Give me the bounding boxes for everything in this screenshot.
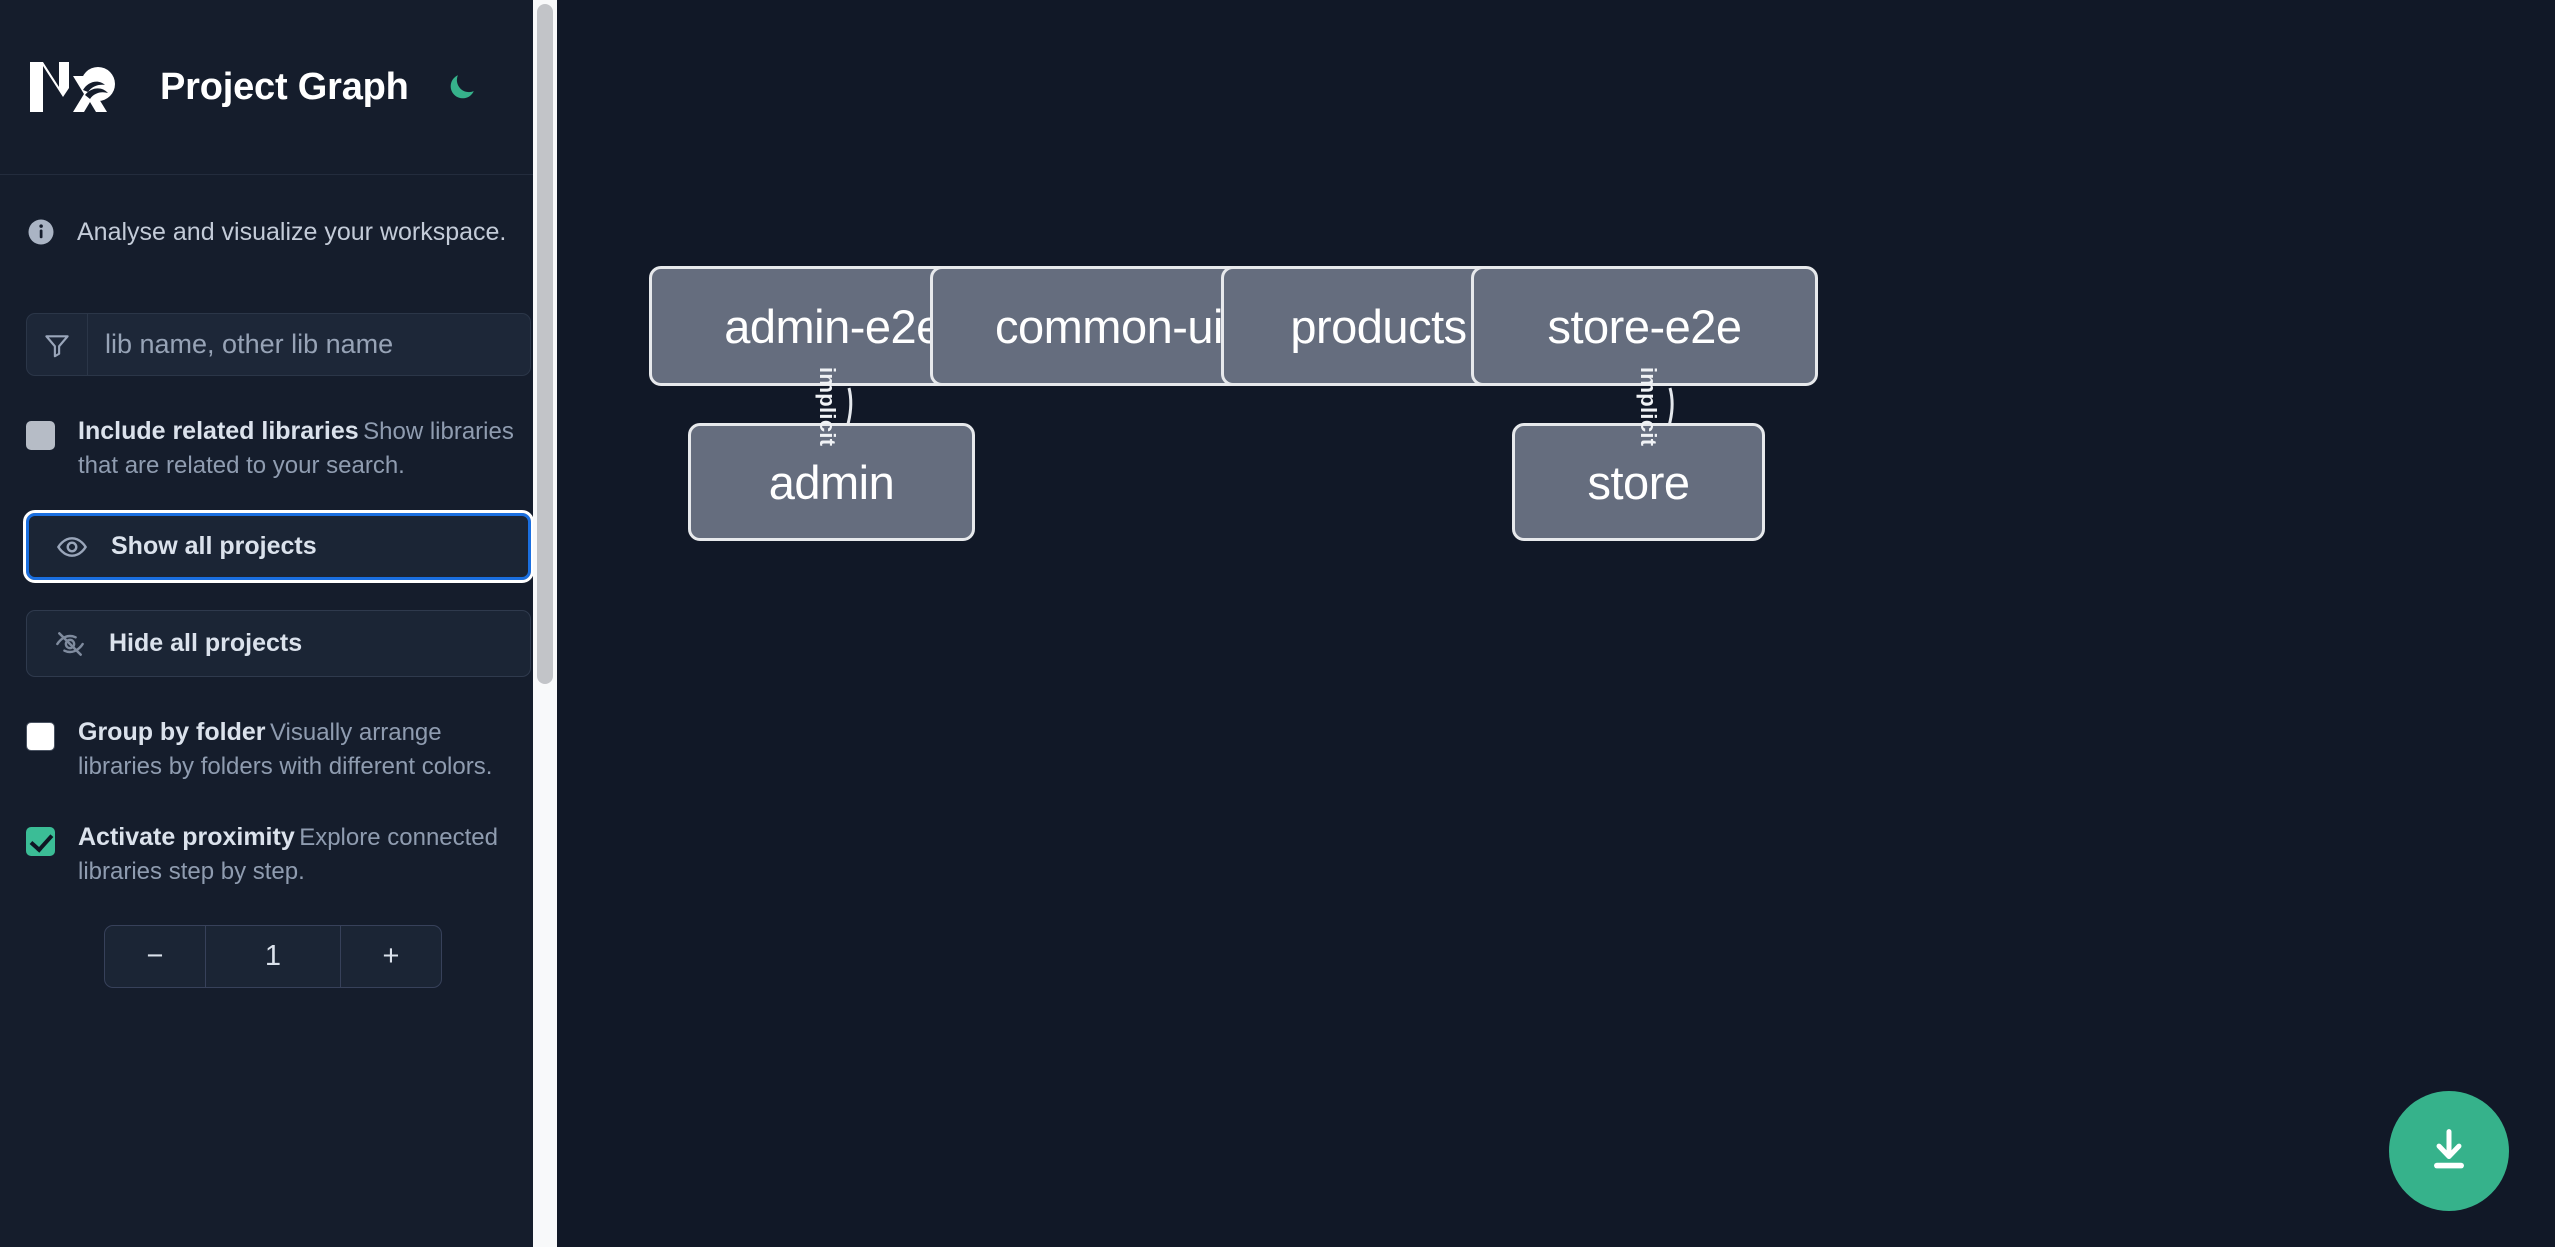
node-label: store-e2e <box>1547 299 1742 353</box>
moon-icon[interactable] <box>439 64 485 110</box>
stepper-decrement-button[interactable]: − <box>105 926 206 988</box>
graph-node-store-e2e[interactable]: store-e2e <box>1471 266 1818 386</box>
proximity-stepper[interactable]: − 1 + <box>104 925 442 989</box>
search-input[interactable] <box>88 314 530 375</box>
node-label: admin <box>768 455 895 509</box>
show-all-projects-button[interactable]: Show all projects <box>23 510 534 584</box>
sidebar-header: Project Graph <box>0 0 557 175</box>
stepper-increment-button[interactable]: + <box>340 926 441 988</box>
option-description: Explore connected libraries step by step… <box>78 824 498 886</box>
edge-label-store-implicit: implicit <box>1636 367 1661 447</box>
page-title: Project Graph <box>160 65 409 108</box>
sidebar-body: Analyse and visualize your workspace. In… <box>0 217 557 989</box>
graph-node-store[interactable]: store <box>1512 423 1765 541</box>
option-activate-proximity[interactable]: Activate proximity Explore connected lib… <box>26 821 531 889</box>
include-related-libraries-checkbox[interactable] <box>26 421 55 450</box>
activate-proximity-checkbox[interactable] <box>26 827 55 857</box>
group-by-folder-checkbox[interactable] <box>26 722 55 752</box>
show-all-projects-label: Show all projects <box>111 532 317 561</box>
hide-all-projects-label: Hide all projects <box>109 629 303 658</box>
hide-all-projects-button[interactable]: Hide all projects <box>26 610 531 678</box>
graph-edges <box>817 387 1674 497</box>
sidebar-scrollbar[interactable] <box>533 0 557 1247</box>
option-description: Show libraries that are related to your … <box>78 418 514 480</box>
option-group-by-folder[interactable]: Group by folder Visually arrange librari… <box>26 716 531 784</box>
search-field[interactable] <box>26 313 531 376</box>
sidebar-scrollbar-thumb[interactable] <box>537 4 553 684</box>
info-icon <box>26 217 56 247</box>
sidebar: Project Graph Analyse and visualize your… <box>0 0 557 1247</box>
node-label: products <box>1290 299 1467 353</box>
node-label: admin-e2e <box>724 299 942 353</box>
graph-canvas[interactable]: admin-e2e common-ui products store-e2e a… <box>557 0 2555 1247</box>
edge-label-admin-implicit: implicit <box>815 367 840 447</box>
tagline: Analyse and visualize your workspace. <box>26 217 531 247</box>
node-label: common-ui <box>995 299 1223 353</box>
option-description: Visually arrange libraries by folders wi… <box>78 719 493 781</box>
nx-logo <box>26 54 122 120</box>
download-button[interactable] <box>2389 1091 2509 1211</box>
filter-funnel-icon <box>27 314 88 375</box>
download-icon <box>2423 1124 2475 1179</box>
option-label: Include related libraries <box>78 417 359 445</box>
graph-node-admin[interactable]: admin <box>688 423 975 541</box>
option-label: Group by folder <box>78 718 266 747</box>
option-include-related-libraries[interactable]: Include related libraries Show libraries… <box>26 415 531 483</box>
node-label: store <box>1587 455 1691 509</box>
stepper-value: 1 <box>264 940 282 973</box>
eye-icon <box>55 530 89 564</box>
option-label: Activate proximity <box>78 823 295 852</box>
tagline-text: Analyse and visualize your workspace. <box>77 217 507 246</box>
eye-slash-icon <box>53 627 87 661</box>
